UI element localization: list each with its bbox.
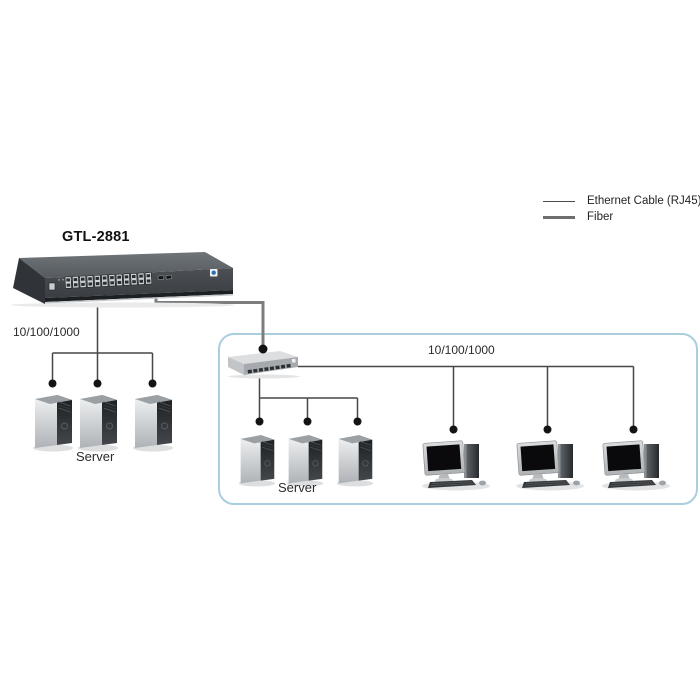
legend-row-ethernet: Ethernet Cable (RJ45) bbox=[543, 193, 700, 209]
desktop-computer-image bbox=[421, 440, 491, 491]
server-tower-image bbox=[32, 394, 74, 452]
core-switch-image bbox=[11, 252, 235, 308]
legend-label-ethernet: Ethernet Cable (RJ45) bbox=[587, 195, 700, 207]
server-tower-image bbox=[238, 434, 276, 487]
edge-switch-image bbox=[228, 351, 300, 379]
legend-label-fiber: Fiber bbox=[587, 211, 614, 223]
legend-row-fiber: Fiber bbox=[543, 209, 700, 225]
desktop-computer-image bbox=[515, 440, 585, 491]
legend: Ethernet Cable (RJ45) Fiber bbox=[543, 193, 700, 225]
ethernet-line-sample bbox=[543, 200, 575, 202]
fiber-line-sample bbox=[543, 215, 575, 219]
desktop-computer-image bbox=[601, 440, 671, 491]
server-tower-image bbox=[336, 434, 374, 487]
left-server-label: Server bbox=[76, 449, 115, 464]
ethernet-line-left-servers bbox=[51, 306, 154, 383]
lan-group-box bbox=[218, 333, 698, 505]
server-tower-image bbox=[286, 434, 324, 487]
lan-server-label: Server bbox=[278, 480, 317, 495]
server-tower-image bbox=[77, 394, 119, 452]
left-speed-label: 10/100/1000 bbox=[13, 325, 80, 339]
lan-speed-label: 10/100/1000 bbox=[428, 343, 495, 357]
core-switch-label: GTL-2881 bbox=[62, 229, 130, 245]
server-tower-image bbox=[132, 394, 174, 452]
